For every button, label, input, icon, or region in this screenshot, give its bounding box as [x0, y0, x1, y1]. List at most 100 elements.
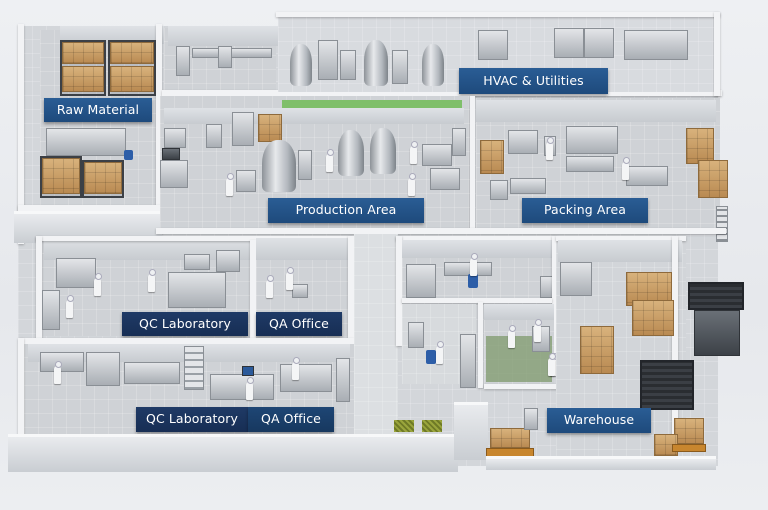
- shelving: [46, 128, 126, 156]
- chiller-unit: [624, 30, 688, 60]
- loading-dock-door: [688, 282, 744, 310]
- worker: [408, 173, 416, 196]
- lab-technician: [54, 361, 62, 384]
- lab-bench: [40, 352, 84, 372]
- label-warehouse: Warehouse: [547, 408, 651, 433]
- utility-skid: [340, 50, 356, 80]
- wall: [478, 302, 483, 388]
- reactor-vessel: [338, 130, 364, 176]
- wall: [484, 304, 554, 320]
- label-production-area: Production Area: [268, 198, 424, 223]
- operator: [470, 253, 478, 276]
- equipment-rack: [184, 346, 204, 390]
- equipment-rack: [160, 160, 188, 188]
- raw-material-back-wall: [60, 26, 164, 44]
- lab-shelf: [56, 258, 96, 288]
- storage-shelf: [232, 112, 254, 146]
- carton-sealer: [510, 178, 546, 194]
- ladder: [716, 206, 728, 242]
- wall: [156, 24, 162, 234]
- wall: [168, 26, 278, 46]
- lab-technician: [94, 273, 102, 296]
- finished-goods-stack: [698, 160, 728, 198]
- wall: [476, 100, 716, 122]
- wall: [250, 240, 256, 338]
- wall: [348, 236, 354, 340]
- wall: [18, 24, 24, 244]
- office-desk: [280, 364, 332, 392]
- equipment-cabinet: [176, 46, 190, 76]
- operator: [436, 341, 444, 364]
- corridor-floor: [354, 234, 398, 434]
- material-drum: [426, 350, 436, 364]
- lab-technician: [246, 377, 254, 400]
- wall: [714, 12, 720, 96]
- conveyor: [192, 48, 272, 58]
- wall: [484, 384, 580, 389]
- warehouse-worker: [548, 353, 556, 376]
- pallet-boxes: [110, 42, 154, 64]
- lab-technician: [66, 295, 74, 318]
- sampling-booth: [406, 264, 436, 298]
- filing-cabinet: [336, 358, 350, 402]
- loading-dock-door: [640, 360, 694, 410]
- computer-monitor: [242, 366, 254, 376]
- lab-instrument: [86, 352, 120, 386]
- pallet-boxes: [62, 66, 104, 92]
- material-bin: [468, 274, 478, 288]
- dock-leveler: [694, 310, 740, 356]
- worker: [226, 173, 234, 196]
- pass-through-hatch: [236, 170, 256, 192]
- control-panel: [422, 144, 452, 166]
- wall: [36, 236, 354, 241]
- lab-bench: [168, 272, 226, 308]
- storage-tank: [290, 44, 312, 86]
- wall: [276, 12, 720, 17]
- pallet-boxes: [490, 428, 530, 448]
- wall: [156, 228, 726, 234]
- storage-tank: [422, 44, 444, 86]
- green-wall-trim: [282, 100, 462, 108]
- qa-staff: [292, 357, 300, 380]
- operator: [534, 319, 542, 342]
- pallet-stack: [632, 300, 674, 336]
- wall: [402, 298, 552, 303]
- wall: [556, 236, 686, 241]
- material-boxes: [258, 114, 282, 142]
- worker: [410, 141, 418, 164]
- air-handling-unit: [584, 28, 614, 58]
- utility-skid: [392, 50, 408, 84]
- finished-goods-stack: [686, 128, 714, 164]
- analyzer: [184, 254, 210, 270]
- equipment-cabinet: [206, 124, 222, 148]
- qa-staff: [266, 275, 274, 298]
- office-desk: [292, 284, 308, 298]
- wall: [396, 236, 402, 346]
- fume-hood: [42, 290, 60, 330]
- operator: [508, 325, 516, 348]
- wall: [470, 96, 475, 228]
- pass-box: [460, 334, 476, 388]
- pallet-jack: [124, 150, 133, 160]
- wall: [36, 236, 42, 340]
- qa-staff: [286, 267, 294, 290]
- door: [408, 322, 424, 348]
- label-qa-office-lower: QA Office: [248, 407, 334, 432]
- sticky-mat: [422, 420, 442, 432]
- cart: [490, 180, 508, 200]
- wall: [20, 338, 354, 344]
- label-qc-laboratory-upper: QC Laboratory: [122, 312, 248, 336]
- wall: [162, 90, 722, 96]
- pallet-boxes: [110, 66, 154, 92]
- pallet-stack: [626, 272, 672, 306]
- wall: [18, 338, 24, 438]
- door: [524, 408, 538, 430]
- worker: [546, 137, 554, 160]
- outer-wall: [8, 434, 458, 472]
- pallet-boxes: [42, 158, 80, 194]
- pallet-boxes: [62, 42, 104, 64]
- wall: [552, 236, 557, 356]
- lab-bench: [164, 128, 186, 148]
- worker: [622, 157, 630, 180]
- monitor-cart: [162, 148, 180, 160]
